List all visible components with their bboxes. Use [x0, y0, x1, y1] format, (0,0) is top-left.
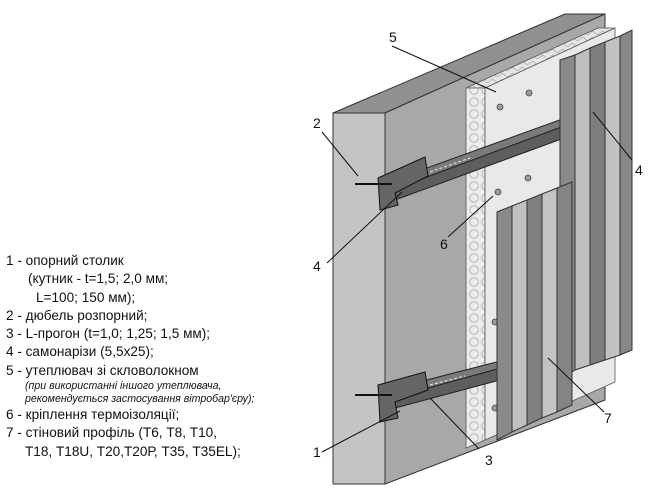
legend-item-7-detail: Т18, Т18U, Т20,Т20Р, Т35, Т35EL); [25, 443, 241, 459]
leader-3 [429, 397, 480, 450]
lower-l-girt [377, 355, 532, 423]
callout-6: 6 [440, 236, 448, 252]
leader-7 [547, 357, 605, 413]
leader-4-right [592, 111, 633, 161]
legend: 1 - опорний столик (кутник - t=1,5; 2,0 … [6, 252, 306, 461]
insulation-side [465, 87, 486, 449]
callout-4-left: 4 [313, 258, 321, 274]
legend-item-1-detail: L=100; 150 мм); [36, 289, 136, 305]
legend-item-5-note: рекомендується застосування вітробар'єру… [25, 393, 255, 406]
callout-1: 1 [313, 444, 321, 460]
legend-item-4: 4 - самонарізи (5,5х25); [6, 344, 154, 360]
fastener-dot [524, 174, 532, 182]
leader-lines [321, 45, 633, 453]
legend-item-3: 3 - L-прогон (t=1,0; 1,25; 1,5 мм); [6, 326, 211, 342]
leader-2 [321, 131, 359, 177]
legend-item-1: 1 - опорний столик [6, 253, 124, 268]
fastener-dot [525, 89, 533, 97]
leader-1 [321, 410, 401, 453]
fastener-dot [496, 103, 504, 111]
upper-bracket [377, 156, 429, 211]
callout-4-right: 4 [635, 162, 643, 178]
wall-profile-lower [496, 181, 573, 441]
callout-5: 5 [389, 29, 397, 45]
wall-profile-upper [559, 29, 633, 381]
legend-item-1-detail: (кутник - t=1,5; 2,0 мм; [28, 271, 169, 287]
leader-4-left [326, 191, 403, 264]
callout-3: 3 [485, 452, 493, 468]
callout-labels: 5 2 4 4 6 7 1 3 [313, 29, 643, 468]
leader-6 [447, 195, 494, 238]
legend-item-5-note: (при використанні іншого утеплювача, [25, 380, 222, 393]
callout-7: 7 [604, 410, 612, 426]
callout-2: 2 [313, 115, 321, 131]
fastener-dot [494, 188, 502, 196]
legend-item-6: 6 - кріплення термоізоляції; [6, 407, 180, 423]
wall-side-face [332, 112, 386, 485]
legend-item-7: 7 - стіновий профіль (Т6, Т8, Т10, [6, 425, 217, 441]
legend-item-5: 5 - утеплювач зі скловолокном [6, 362, 199, 378]
upper-l-girt [377, 117, 577, 211]
anchor-dowels [355, 183, 392, 396]
leader-5 [391, 45, 497, 93]
legend-item-2: 2 - дюбель розпорний; [6, 307, 148, 323]
